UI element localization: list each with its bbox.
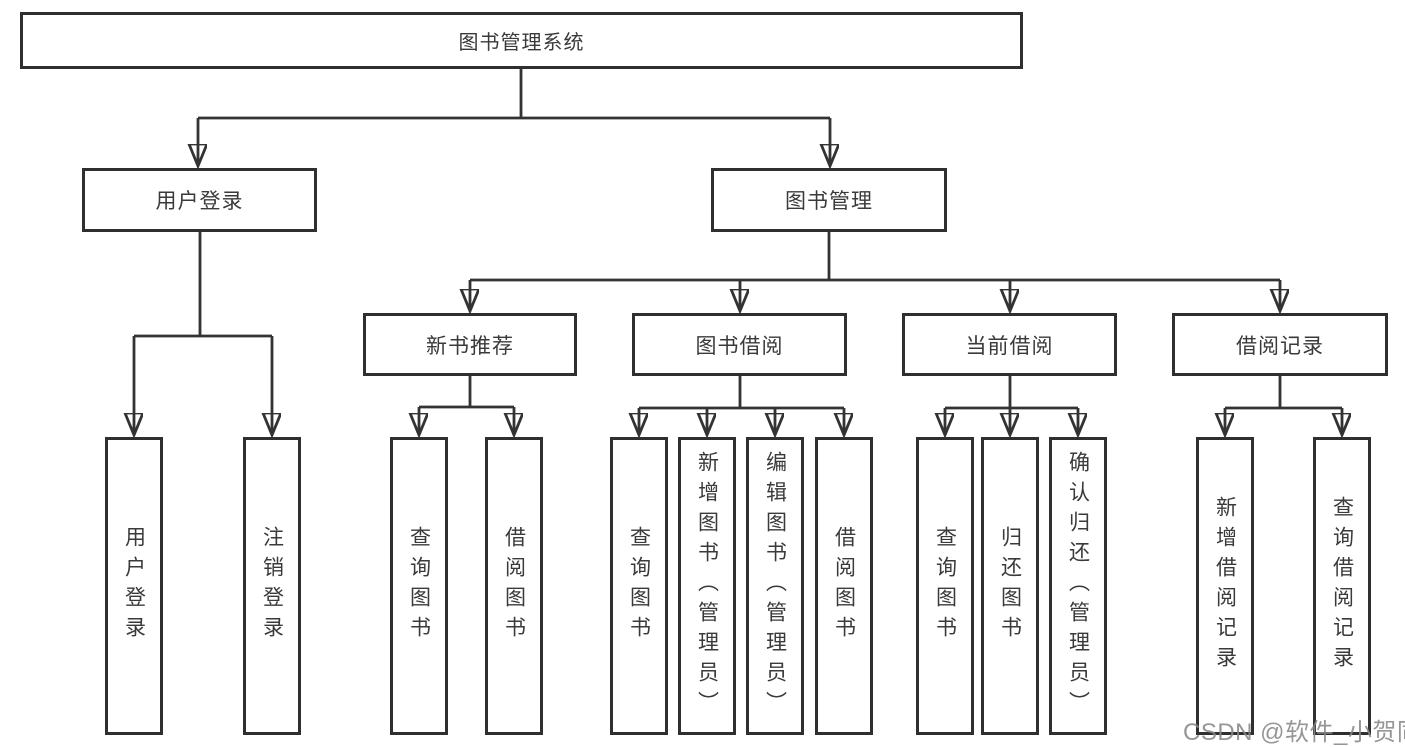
leaf-label: 编辑图书（管理员） [763, 451, 787, 721]
node-label: 图书借阅 [695, 334, 784, 358]
leaf-label: 查询借阅记录 [1330, 496, 1354, 676]
leaf-label: 归还图书 [998, 526, 1022, 646]
leaf-edit-books-admin: 编辑图书（管理员） [746, 437, 804, 735]
node-label: 新书推荐 [426, 334, 514, 358]
node-new-book-recommend: 新书推荐 [363, 313, 577, 376]
leaf-query-books-current: 查询图书 [916, 437, 974, 735]
leaf-add-books-admin: 新增图书（管理员） [678, 437, 736, 735]
leaf-logout: 注销登录 [243, 437, 301, 735]
node-book-management-group: 图书管理 [711, 168, 947, 232]
leaf-confirm-return-admin: 确认归还（管理员） [1049, 437, 1107, 735]
leaf-label: 新增图书（管理员） [695, 451, 719, 721]
node-label: 用户登录 [155, 190, 244, 213]
leaf-borrow-books: 借阅图书 [815, 437, 873, 735]
node-borrow-records: 借阅记录 [1172, 313, 1388, 376]
node-current-borrow: 当前借阅 [902, 313, 1117, 376]
leaf-label: 查询图书 [933, 526, 957, 646]
leaf-query-books-recommend: 查询图书 [390, 437, 448, 735]
leaf-label: 用户登录 [122, 526, 146, 646]
connector-bars [134, 69, 1342, 410]
node-label: 当前借阅 [965, 334, 1054, 358]
leaf-label: 查询图书 [627, 526, 651, 646]
node-label: 借阅记录 [1236, 334, 1324, 358]
leaf-user-login: 用户登录 [105, 437, 163, 735]
node-label: 图书管理 [785, 190, 873, 213]
leaf-query-borrow-record: 查询借阅记录 [1313, 437, 1371, 735]
leaf-label: 借阅图书 [832, 526, 856, 646]
leaf-label: 新增借阅记录 [1213, 496, 1237, 676]
leaf-label: 借阅图书 [502, 526, 526, 646]
leaf-label: 确认归还（管理员） [1066, 451, 1090, 721]
node-root-system: 图书管理系统 [20, 12, 1023, 69]
leaf-label: 注销登录 [260, 526, 284, 646]
leaf-query-books-borrow: 查询图书 [610, 437, 668, 735]
leaf-label: 查询图书 [407, 526, 431, 646]
leaf-borrow-books-recommend: 借阅图书 [485, 437, 543, 735]
csdn-watermark: CSDN @软件_小贺同学 [1183, 719, 1405, 746]
leaf-return-books: 归还图书 [981, 437, 1039, 735]
leaf-add-borrow-record: 新增借阅记录 [1196, 437, 1254, 735]
node-book-borrow: 图书借阅 [632, 313, 847, 376]
node-label: 图书管理系统 [458, 32, 585, 54]
node-user-login-group: 用户登录 [82, 168, 317, 232]
